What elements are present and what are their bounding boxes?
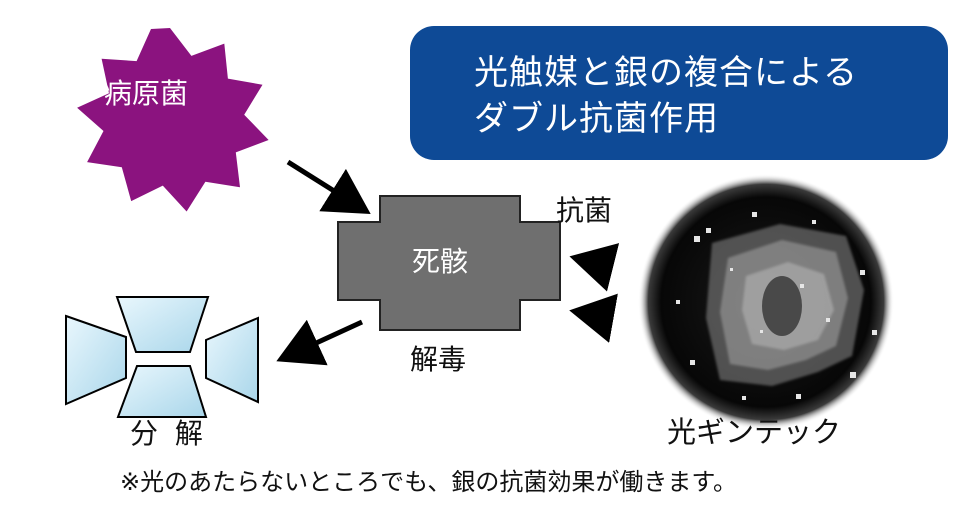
decomposition-label: 分 解 (130, 417, 207, 450)
carcass-shape (337, 195, 561, 331)
carcass-label: 死骸 (412, 245, 469, 278)
product-photo (638, 174, 894, 430)
detox-label: 解毒 (410, 343, 467, 376)
pathogen-starburst (77, 28, 269, 212)
arrow-pathogen-to-carcass (286, 159, 371, 214)
title-line-2: ダブル抗菌作用 (474, 99, 719, 139)
decomposition-pieces (65, 296, 259, 418)
arrow-carcass-to-decomposition (276, 319, 364, 366)
footnote: ※光のあたらないところでも、銀の抗菌効果が働きます。 (120, 468, 737, 496)
pathogen-label: 病原菌 (104, 77, 189, 110)
antibacterial-label: 抗菌 (556, 194, 613, 227)
title-line-1: 光触媒と銀の複合による (474, 53, 858, 93)
product-label: 光ギンテック (667, 415, 842, 449)
arrow-antibacterial-upper (569, 243, 620, 292)
arrow-antibacterial-lower (569, 293, 618, 343)
title-banner: 光触媒と銀の複合による ダブル抗菌作用 (410, 26, 948, 160)
